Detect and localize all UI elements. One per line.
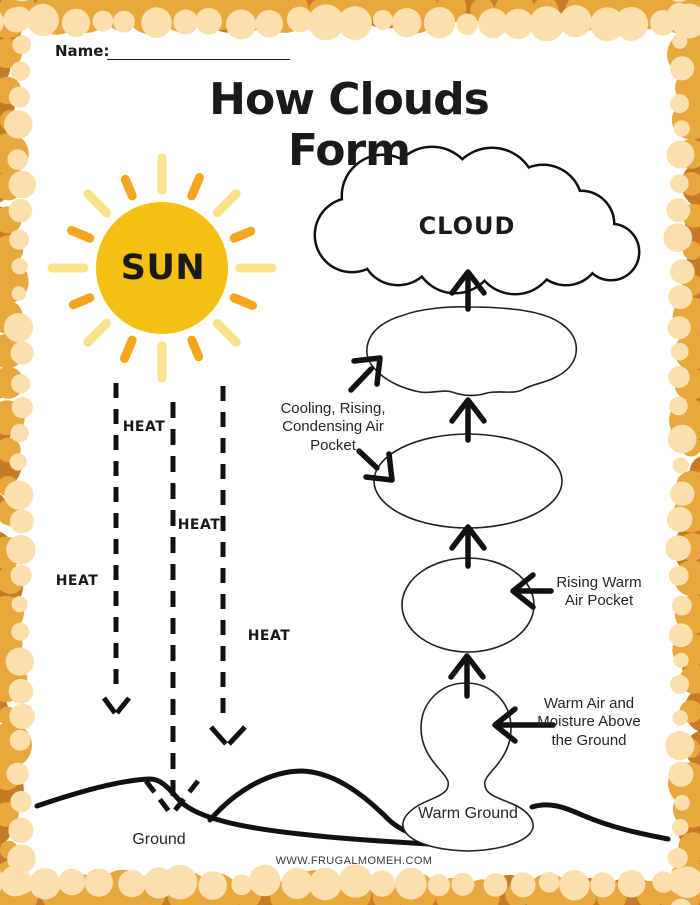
heat-arrow-2 (144, 402, 200, 816)
cooling-air-pocket-ellipse (373, 433, 563, 529)
heat-arrow-3 (209, 386, 247, 746)
sun-ray (187, 335, 204, 362)
sun-ray (212, 189, 241, 218)
arrow-rising-to-cooling (449, 524, 487, 569)
condensing-blob (366, 306, 578, 397)
cloud-label: CLOUD (418, 212, 516, 240)
page-title: How Clouds Form (209, 74, 490, 176)
arrow-label-to-rising-ellipse (510, 572, 554, 610)
name-fill-in-line (107, 43, 290, 60)
heat-label-3: HEAT (55, 573, 99, 589)
arrow-label-to-moisture-circle (492, 706, 556, 744)
sun-circle (96, 202, 228, 334)
flow-arrows (348, 269, 556, 744)
heat-label-2: HEAT (177, 517, 221, 533)
sun-ray (187, 173, 204, 201)
ground-line-right (529, 802, 671, 842)
footer-url: WWW.FRUGALMOMEH.COM (275, 855, 433, 867)
cloud-shape (313, 145, 641, 296)
sun-ray (83, 318, 112, 347)
arrow-ellipse-to-blob (449, 397, 487, 443)
arrow-circle-to-rising (448, 653, 486, 699)
sun-ray (229, 293, 257, 310)
cooling-pocket-label: Cooling, Rising, Condensing Air Pocket (280, 400, 386, 454)
sun-illustration (47, 153, 277, 383)
arrow-label-to-cooling-ellipse (356, 448, 395, 483)
heat-arrows (101, 383, 247, 816)
sun-label: SUN (120, 248, 206, 288)
sun-ray (120, 174, 137, 201)
sun-ray (83, 189, 112, 218)
name-label: Name: (55, 42, 110, 60)
sun-ray (120, 335, 137, 363)
heat-arrow-1 (101, 383, 131, 715)
arrow-label-to-condensing-blob (348, 355, 383, 393)
sun-ray (68, 293, 95, 310)
sun-ray (67, 226, 95, 243)
sun-rays (47, 153, 277, 383)
warm-ground-label: Warm Ground (418, 805, 518, 822)
sun-ray (212, 318, 241, 347)
heat-label-4: HEAT (247, 628, 291, 644)
warm-air-label: Warm Air and Moisture Above the Ground (537, 695, 641, 749)
ground-label: Ground (132, 831, 186, 848)
arrow-blob-to-cloud (449, 269, 487, 312)
rising-pocket-label: Rising Warm Air Pocket (556, 574, 642, 610)
rising-air-pocket-ellipse (401, 557, 535, 653)
heat-label-1: HEAT (122, 419, 166, 435)
sun-ray (229, 226, 256, 243)
ground-hill-left (34, 776, 461, 849)
